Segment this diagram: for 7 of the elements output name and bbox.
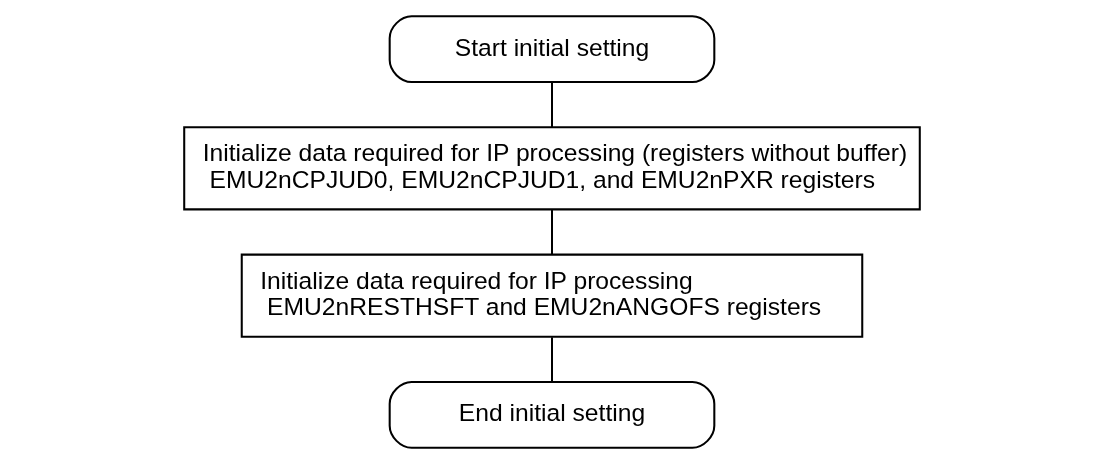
node-box: End initial setting: [388, 380, 715, 449]
node-box: Start initial setting: [388, 15, 715, 84]
connector: [550, 82, 553, 128]
connector: [550, 337, 553, 382]
node-box: Initialize data required for IP processing (registers without buffer) EMU2nCPJUD0, EMU2nCPJUD1, and EMU2nPXR registers: [182, 126, 921, 211]
connector: [550, 210, 553, 255]
node-box: Initialize data required for IP processing EMU2nRESTHSFT and EMU2nANGOFS registers: [240, 253, 863, 338]
